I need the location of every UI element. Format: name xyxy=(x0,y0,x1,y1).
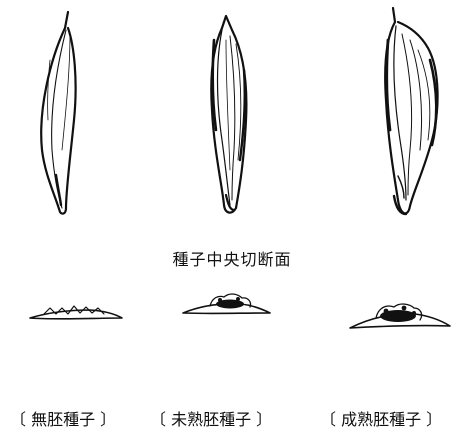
caption-seedless: 〔 無胚種子 〕 xyxy=(10,406,116,430)
seedless-cross-section xyxy=(30,306,122,319)
seedless-seed-drawing xyxy=(41,12,75,214)
caption-immature-embryo: 〔 未熟胚種子 〕 xyxy=(150,406,272,430)
mature-embryo-cross-section xyxy=(350,304,450,328)
mature-embryo-seed-drawing xyxy=(385,8,437,214)
caption-mature-embryo: 〔 成熟胚種子 〕 xyxy=(320,406,442,430)
immature-embryo-cross-section xyxy=(183,294,270,313)
section-label: 種子中央切断面 xyxy=(0,246,464,270)
immature-embryo-seed-drawing xyxy=(211,16,246,213)
